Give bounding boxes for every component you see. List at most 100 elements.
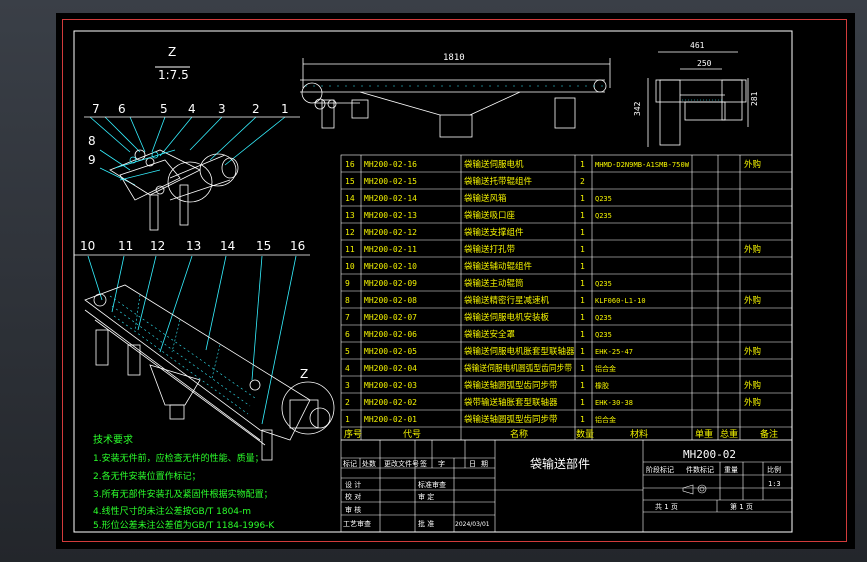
- detail-drive-drawing: [109, 149, 239, 231]
- balloon-13: 13: [186, 239, 201, 253]
- bom-cell-name: 袋输送打孔带: [464, 244, 516, 255]
- balloon-10: 10: [80, 239, 95, 253]
- rev-label-date: 期: [481, 460, 488, 468]
- drawing-name: 袋输送部件: [530, 456, 590, 471]
- bom-cell-name: 袋输送伺服电机安装板: [464, 312, 550, 323]
- sign-check: 校 对: [345, 492, 361, 501]
- sign-approve: 批 准: [418, 519, 434, 528]
- bom-cell-note: 外购: [744, 295, 761, 306]
- balloon-3: 3: [218, 102, 226, 116]
- rev-label-doc: 更改文件号: [384, 459, 419, 468]
- note-3: 3.所有无部件安装孔及紧固件根据实物配置；: [93, 488, 273, 500]
- bom-cell-note: 外购: [744, 346, 761, 357]
- bom-cell-no: 15: [345, 177, 355, 186]
- balloon-11: 11: [118, 239, 133, 253]
- bom-cell-no: 6: [345, 330, 350, 339]
- detail-view-label: Z: [168, 45, 176, 59]
- detail-blue-parts: [114, 149, 176, 181]
- rev-label-day: 日: [469, 460, 476, 468]
- bom-cell-name: 袋输送托带辊组件: [464, 176, 533, 187]
- height-right-dimension: 281: [750, 91, 759, 106]
- bom-cell-mat: KLF060-L1-10: [595, 297, 646, 305]
- bom-cell-name: 袋输送轴圆弧型齿同步带: [464, 414, 558, 425]
- balloon-12: 12: [150, 239, 165, 253]
- bom-cell-name: 袋输送支撑组件: [464, 227, 524, 238]
- bom-cell-qty: 1: [580, 262, 585, 271]
- bom-cell-qty: 2: [580, 177, 585, 186]
- bom-cell-mat: 铝合金: [595, 415, 616, 424]
- bom-cell-mat: Q235: [595, 195, 612, 203]
- sign-design: 设 计: [345, 480, 361, 489]
- main-conveyor-drawing: [84, 284, 335, 461]
- balloon-2: 2: [252, 102, 260, 116]
- bom-header-no: 序号: [344, 428, 362, 440]
- main-balloon-labels: 10 11 12 13 14 15 16 Z: [80, 239, 308, 381]
- bom-cell-no: 14: [345, 194, 355, 203]
- width-inner-dimension: 250: [697, 59, 712, 68]
- bom-cell-code: MH200-02-10: [364, 262, 417, 271]
- bom-cell-qty: 1: [580, 330, 585, 339]
- balloon-16: 16: [290, 239, 305, 253]
- bom-cell-qty: 1: [580, 313, 585, 322]
- bom-cell-qty: 1: [580, 211, 585, 220]
- bom-header-code: 代号: [403, 429, 421, 440]
- detail-leader-lines: [84, 116, 300, 186]
- rev-label-count: 处数: [362, 459, 376, 468]
- balloon-7: 7: [92, 102, 100, 116]
- weight-label: 重量: [724, 466, 738, 474]
- bom-cell-name: 袋带输送轴胀套型联轴器: [464, 397, 558, 408]
- bom-cell-no: 3: [345, 381, 350, 390]
- bom-cell-code: MH200-02-16: [364, 160, 417, 169]
- bom-cell-name: 袋输送轴圆弧型齿同步带: [464, 380, 558, 391]
- balloon-8: 8: [88, 134, 96, 148]
- bom-cell-qty: 1: [580, 245, 585, 254]
- bom-header-total-weight: 总重: [720, 428, 738, 440]
- bom-cell-qty: 1: [580, 364, 585, 373]
- bom-cell-mat: EHK-30-38: [595, 399, 633, 407]
- ratio-label: 比例: [767, 465, 781, 474]
- bom-cell-name: 袋输送主动辊筒: [464, 278, 524, 289]
- bom-cell-qty: 1: [580, 194, 585, 203]
- bom-cell-code: MH200-02-05: [364, 347, 417, 356]
- sign-standard: 标准审查: [418, 480, 446, 489]
- bom-cell-mat: 铝合金: [595, 364, 616, 373]
- bom-cell-code: MH200-02-08: [364, 296, 417, 305]
- bom-cell-mat: EHK-25-47: [595, 348, 633, 356]
- rev-label-sign: 签: [420, 459, 427, 468]
- main-leader-lines: [87, 255, 297, 425]
- bom-cell-qty: 1: [580, 228, 585, 237]
- bom-header-name: 名称: [510, 428, 528, 440]
- bom-cell-qty: 1: [580, 279, 585, 288]
- balloon-1: 1: [281, 102, 289, 116]
- sign-review: 审 核: [345, 505, 361, 514]
- bom-cell-name: 袋输送伺服电机胀套型联轴器: [464, 346, 575, 357]
- bom-cell-name: 袋输送安全罩: [464, 329, 516, 340]
- bom-cell-mat: Q235: [595, 212, 612, 220]
- drawing-number: MH200-02: [683, 448, 736, 461]
- balloon-6: 6: [118, 102, 126, 116]
- bom-cell-no: 7: [345, 313, 350, 322]
- bom-cell-no: 1: [345, 415, 350, 424]
- sheet-number: 第 1 页: [730, 502, 753, 511]
- bom-cell-code: MH200-02-14: [364, 194, 417, 203]
- bom-cell-code: MH200-02-04: [364, 364, 417, 373]
- detail-view-scale: 1:7.5: [158, 68, 189, 82]
- bom-cell-note: 外购: [744, 244, 761, 255]
- length-dimension: 1810: [443, 53, 465, 63]
- end-view-drawing: [647, 51, 749, 147]
- revision-labels: 标记 处数 更改文件号 签 字 日 期: [343, 459, 488, 468]
- bom-cell-code: MH200-02-03: [364, 381, 417, 390]
- bom-cell-qty: 1: [580, 381, 585, 390]
- main-conveyor-belt-mesh: [109, 294, 256, 415]
- bom-cell-code: MH200-02-11: [364, 245, 417, 254]
- note-1: 1.安装无件前，应检查无件的性能、质量；: [93, 452, 264, 464]
